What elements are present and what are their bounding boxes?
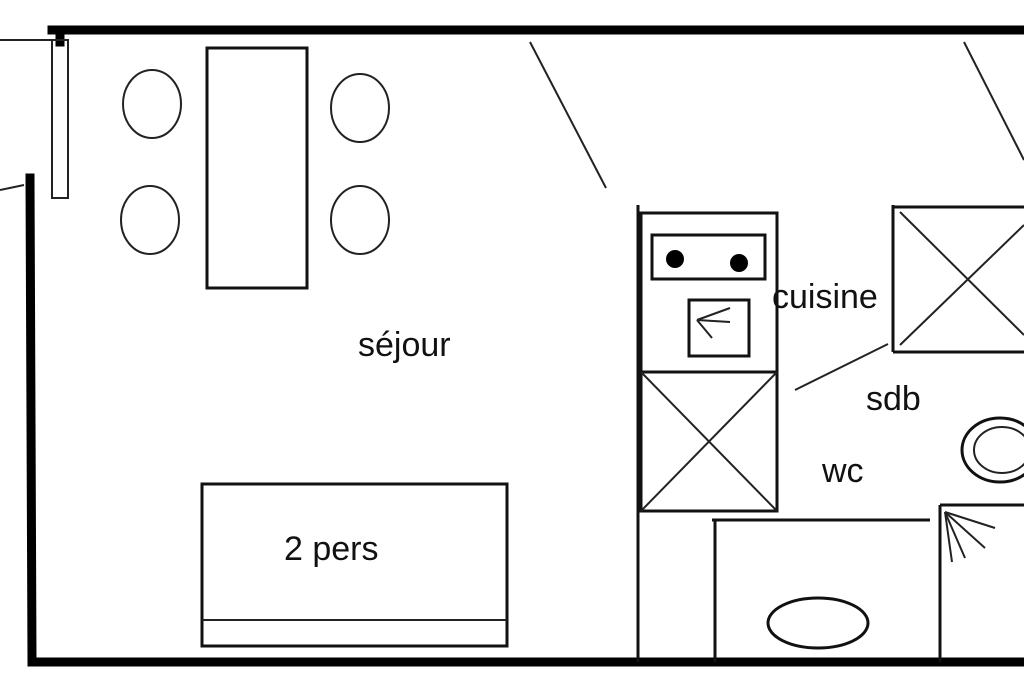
wc-compartment xyxy=(712,503,1024,662)
dining-table xyxy=(205,46,309,290)
burner-icon xyxy=(666,250,684,268)
bed-frame xyxy=(200,482,509,648)
shower-cross xyxy=(899,224,1024,346)
cupboard-cross xyxy=(640,371,778,512)
dining-set xyxy=(120,46,390,290)
room-label-living: séjour xyxy=(358,326,451,364)
chair xyxy=(330,185,390,255)
burner-icon xyxy=(730,254,748,272)
sink xyxy=(687,298,751,358)
shower xyxy=(891,205,1024,354)
room-label-bathroom: sdb xyxy=(866,380,921,418)
cooktop xyxy=(650,233,767,281)
bed-label: 2 pers xyxy=(284,530,379,568)
window-panel xyxy=(51,39,69,199)
outer-walls xyxy=(25,25,1024,667)
kitchen-counter xyxy=(639,211,779,513)
pointer-line xyxy=(794,343,889,391)
left-wall xyxy=(25,173,37,667)
chair xyxy=(120,185,180,255)
shower-cross xyxy=(899,211,1024,336)
bed xyxy=(200,482,509,648)
washbasin xyxy=(960,416,1024,484)
window-frame xyxy=(0,39,69,199)
chair xyxy=(122,69,182,139)
room-label-kitchen: cuisine xyxy=(772,278,878,316)
room-label-toilet: wc xyxy=(821,452,864,490)
kitchen-block xyxy=(636,205,779,662)
diagonal-line xyxy=(963,41,1024,161)
diagonal-line xyxy=(529,41,607,189)
toilet-bowl xyxy=(766,596,870,650)
chair xyxy=(330,73,390,143)
